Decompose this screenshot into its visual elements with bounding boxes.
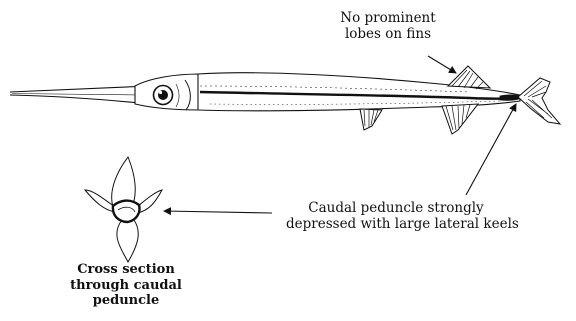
fin-lobes-caption-line: No prominent	[322, 10, 454, 26]
fish-beak	[10, 86, 150, 104]
arrow-to-caudal-peduncle	[466, 104, 516, 195]
pelvic-fin	[360, 109, 382, 130]
peduncle-caption-line: depressed with large lateral keels	[286, 216, 506, 232]
anal-fin	[442, 104, 478, 134]
fin-lobes-caption-line: lobes on fins	[322, 26, 454, 42]
peduncle-cross-section	[85, 157, 162, 262]
peduncle-caption: Caudal peduncle strongly depressed with …	[286, 200, 506, 232]
fin-lobes-caption: No prominent lobes on fins	[322, 10, 454, 42]
arrow-to-cross-section	[164, 211, 272, 213]
cross-section-caption-line: Cross section	[66, 262, 186, 278]
cross-section-caption-line: through caudal	[66, 278, 186, 294]
arrow-to-dorsal-fin	[428, 56, 456, 73]
cross-section-caption-line: peduncle	[66, 293, 186, 309]
cross-section-caption: Cross section through caudal peduncle	[66, 262, 186, 309]
fish-head	[135, 74, 200, 110]
dorsal-fin	[448, 66, 490, 89]
peduncle-caption-line: Caudal peduncle strongly	[286, 200, 506, 216]
